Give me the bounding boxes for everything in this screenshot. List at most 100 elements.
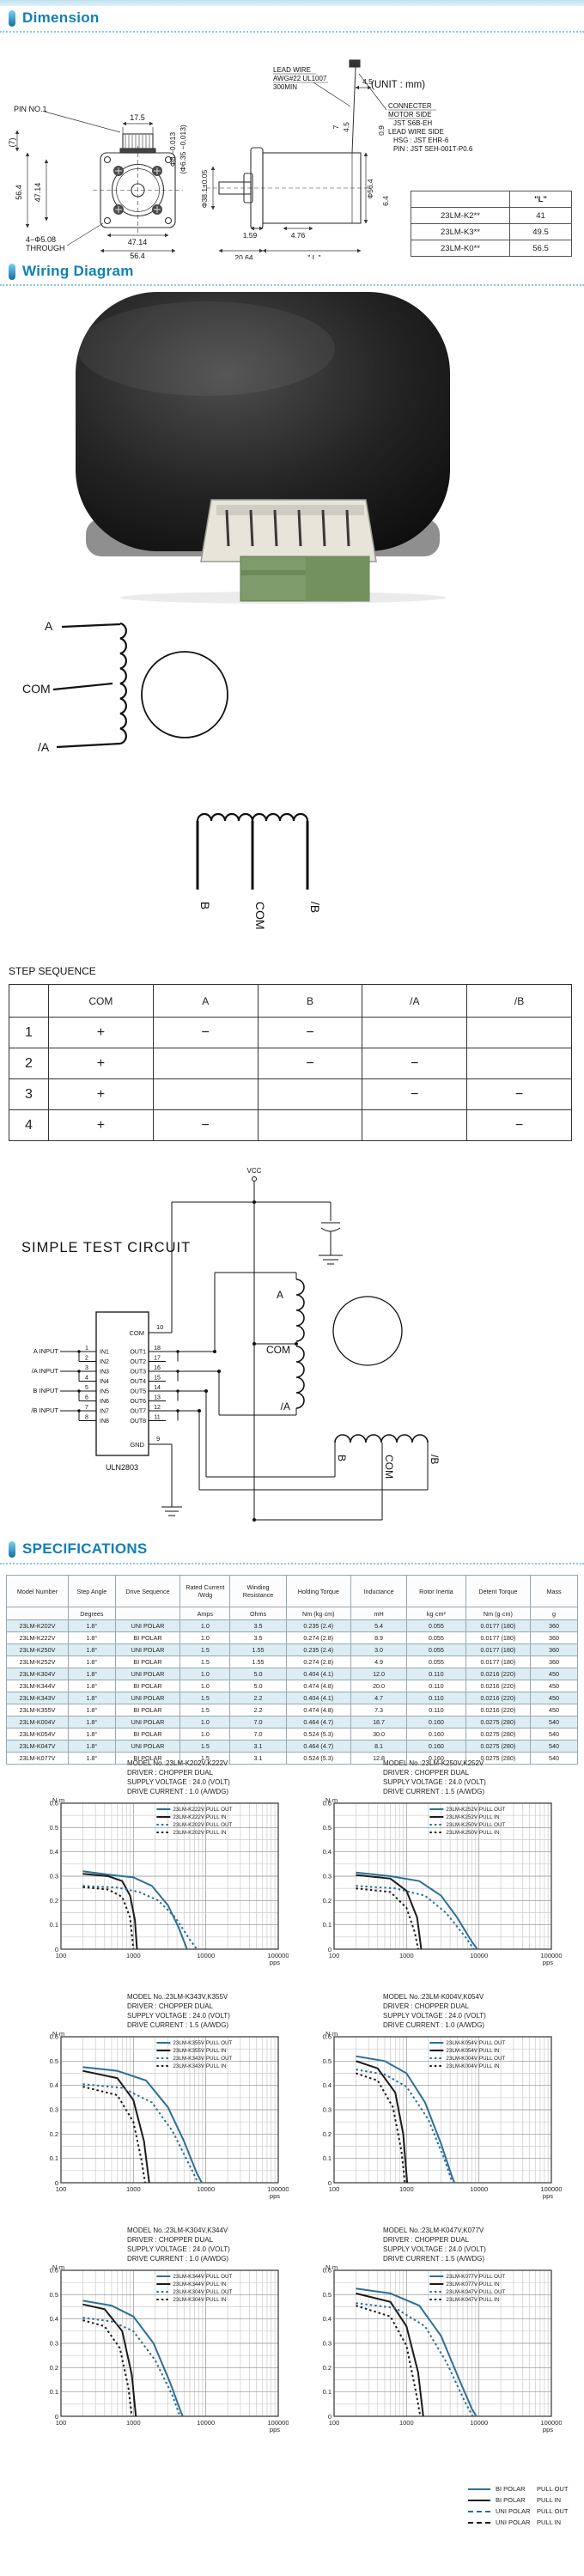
front-view bbox=[93, 133, 183, 235]
svg-text:pps: pps bbox=[543, 2192, 553, 2200]
section-title: Dimension bbox=[22, 9, 100, 26]
svg-text:0.5: 0.5 bbox=[323, 2291, 332, 2299]
chip-pin-number: 15 bbox=[154, 1376, 161, 1382]
spec-cell: 5.0 bbox=[229, 1680, 287, 1692]
chart-title-line: DRIVE CURRENT : 1.0 (A/WDG) bbox=[127, 1788, 229, 1795]
circuit-coil-labels: A COM /A B COM /B bbox=[266, 1289, 441, 1479]
chart-title-line: SUPPLY VOLTAGE : 24.0 (VOLT) bbox=[383, 1778, 486, 1786]
spec-cell: 20.0 bbox=[350, 1680, 408, 1692]
svg-text:23LM-K252V PULL IN: 23LM-K252V PULL IN bbox=[446, 1814, 500, 1820]
spec-cell: 0.464 (4.7) bbox=[285, 1716, 352, 1728]
chart-plot-border bbox=[333, 2036, 552, 2184]
step-cell: − bbox=[362, 1078, 468, 1110]
svg-text:N·m: N·m bbox=[325, 2030, 338, 2038]
pcb-trace bbox=[240, 570, 369, 575]
spec-unit: Amps bbox=[179, 1607, 231, 1620]
spec-cell: BI POLAR bbox=[114, 1704, 181, 1716]
svg-text:0.1: 0.1 bbox=[50, 2154, 58, 2162]
spec-cell: 0.235 (2.4) bbox=[285, 1619, 352, 1632]
chart-title-line: SUPPLY VOLTAGE : 24.0 (VOLT) bbox=[383, 2245, 486, 2253]
chip-pin-label: IN1 bbox=[100, 1350, 109, 1356]
svg-text:pps: pps bbox=[270, 2192, 280, 2200]
svg-text:0.4: 0.4 bbox=[323, 2081, 332, 2089]
length-cell: 41 bbox=[509, 207, 572, 224]
chip-name: ULN2803 bbox=[106, 1463, 138, 1472]
chip-pin-label: OUT4 bbox=[130, 1379, 146, 1385]
spec-cell: 3.5 bbox=[229, 1619, 287, 1632]
step-cell: − bbox=[362, 1048, 468, 1079]
dim-L: " L " bbox=[307, 253, 320, 259]
chart-plot-border bbox=[60, 1802, 279, 1950]
step-cell: + bbox=[48, 1078, 154, 1110]
chart-series bbox=[356, 1887, 419, 1950]
chart-plot-border bbox=[333, 1802, 552, 1950]
spec-cell: 0.0275 (280) bbox=[465, 1716, 532, 1728]
length-header-blank bbox=[411, 191, 510, 208]
spec-cell: 12.8 bbox=[350, 1752, 408, 1765]
chip-com-pin: 10 bbox=[156, 1323, 163, 1331]
vcc-terminal bbox=[252, 1176, 257, 1182]
spec-cell: 0.160 bbox=[406, 1740, 466, 1753]
chart-cell-4: MODEL No.:23LM-K004V,K054V DRIVER : CHOP… bbox=[304, 1992, 563, 2208]
spec-cell: 0.160 bbox=[406, 1716, 466, 1728]
spec-cell: 1.8° bbox=[67, 1692, 116, 1704]
spec-cell: BI POLAR bbox=[114, 1656, 181, 1668]
chart-title-line: DRIVER : CHOPPER DUAL bbox=[127, 2002, 214, 2010]
chip-pin-number: 8 bbox=[85, 1415, 88, 1421]
spec-cell: 0.055 bbox=[406, 1656, 466, 1668]
step-cell: + bbox=[48, 1109, 154, 1141]
chip-pin-number: 11 bbox=[154, 1415, 160, 1421]
chart-grid bbox=[60, 1802, 279, 1949]
length-row: 23LM-K3**49.5 bbox=[411, 223, 572, 240]
chip-gnd-label: GND bbox=[130, 1441, 144, 1449]
step-header-com: COM bbox=[48, 984, 154, 1018]
svg-text:23LM-K222V PULL OUT: 23LM-K222V PULL OUT bbox=[173, 1807, 232, 1813]
chip-pin-number: 12 bbox=[154, 1405, 161, 1411]
connector-note-line: JST S6B-EH bbox=[393, 119, 432, 127]
spec-cell: 1.0 bbox=[179, 1728, 231, 1741]
spec-cell: 0.274 (2.8) bbox=[285, 1656, 352, 1668]
dim-56-4-v: 56.4 bbox=[15, 185, 23, 200]
chart-title-line: MODEL No.:23LM-K047V,K077V bbox=[383, 2227, 484, 2234]
length-cell: 23LM-K3** bbox=[411, 223, 510, 240]
chip-pin-label: OUT6 bbox=[130, 1399, 146, 1405]
svg-text:23LM-K344V PULL OUT: 23LM-K344V PULL OUT bbox=[173, 2274, 232, 2280]
chart-plot-border bbox=[60, 2269, 279, 2417]
svg-text:23LM-K202V PULL IN: 23LM-K202V PULL IN bbox=[173, 1830, 227, 1836]
chart-title-line: MODEL No.:23LM-K202V,K222V bbox=[127, 1759, 228, 1767]
spec-cell: 0.110 bbox=[406, 1680, 466, 1692]
chip-pin-label: OUT7 bbox=[130, 1409, 146, 1415]
spec-cell: 0.524 (5.3) bbox=[285, 1728, 352, 1741]
spec-cell: 23LM-K344V bbox=[6, 1680, 69, 1692]
spec-header: Drive Sequence bbox=[114, 1575, 181, 1607]
chip-pin-number: 3 bbox=[85, 1365, 88, 1371]
chart-title-line: DRIVE CURRENT : 1.5 (A/WDG) bbox=[383, 2255, 485, 2263]
connector-pins bbox=[225, 509, 350, 547]
spec-cell: 0.474 (4.8) bbox=[285, 1680, 352, 1692]
svg-text:0.6: 0.6 bbox=[323, 2267, 332, 2275]
svg-text:100000: 100000 bbox=[267, 2185, 289, 2193]
chart-series bbox=[82, 1886, 135, 1950]
chart-series bbox=[82, 2086, 146, 2184]
legend-key-item: BI POLAR PULL OUT bbox=[468, 2483, 584, 2494]
chart-series bbox=[82, 2083, 199, 2184]
spec-cell: 540 bbox=[530, 1716, 578, 1728]
spec-cell: 1.5 bbox=[179, 1656, 231, 1668]
svg-text:0.6: 0.6 bbox=[50, 1800, 58, 1807]
svg-text:0: 0 bbox=[328, 2179, 332, 2187]
spec-cell: 23LM-K222V bbox=[6, 1631, 69, 1644]
step-header-nb: /B bbox=[466, 984, 572, 1018]
svg-text:23LM-K077V PULL IN: 23LM-K077V PULL IN bbox=[446, 2281, 500, 2287]
dim-lead-7: 7 bbox=[332, 125, 340, 129]
length-row: 23LM-K2**41 bbox=[411, 207, 572, 224]
spec-cell: 5.4 bbox=[350, 1619, 408, 1632]
svg-text:0.6: 0.6 bbox=[323, 1800, 332, 1807]
chip-pin-label: OUT2 bbox=[130, 1359, 146, 1365]
